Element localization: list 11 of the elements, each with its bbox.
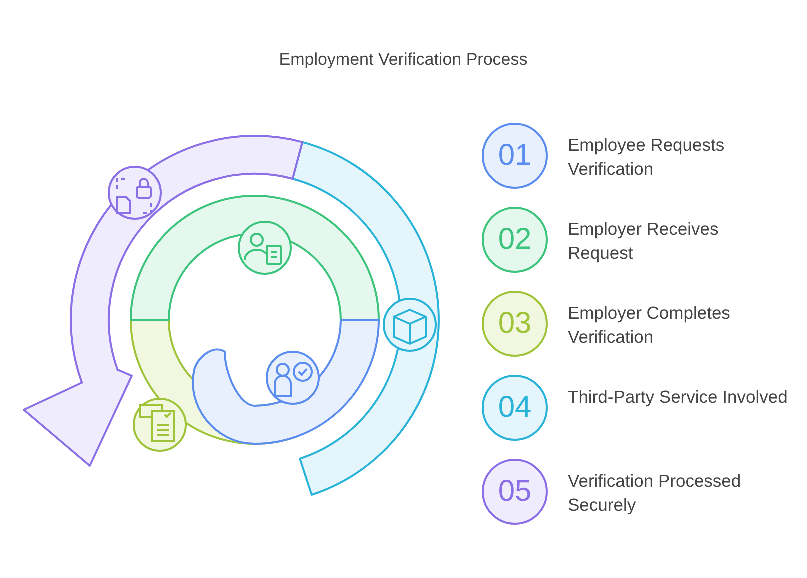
step-number: 02 (498, 225, 532, 255)
step-description: Employer Receives Request (568, 218, 720, 265)
step-description: Employee Requests Verification (568, 134, 726, 181)
step-description: Third-Party Service Involved (568, 386, 788, 409)
step-number: 03 (498, 309, 532, 339)
step-number: 04 (498, 393, 532, 423)
diagram-title: Employment Verification Process (278, 50, 529, 70)
step-description: Employer Completes Verification (568, 302, 732, 349)
step-number: 01 (498, 141, 532, 171)
step-number: 05 (498, 477, 532, 507)
step-description: Verification Processed Securely (568, 470, 742, 517)
